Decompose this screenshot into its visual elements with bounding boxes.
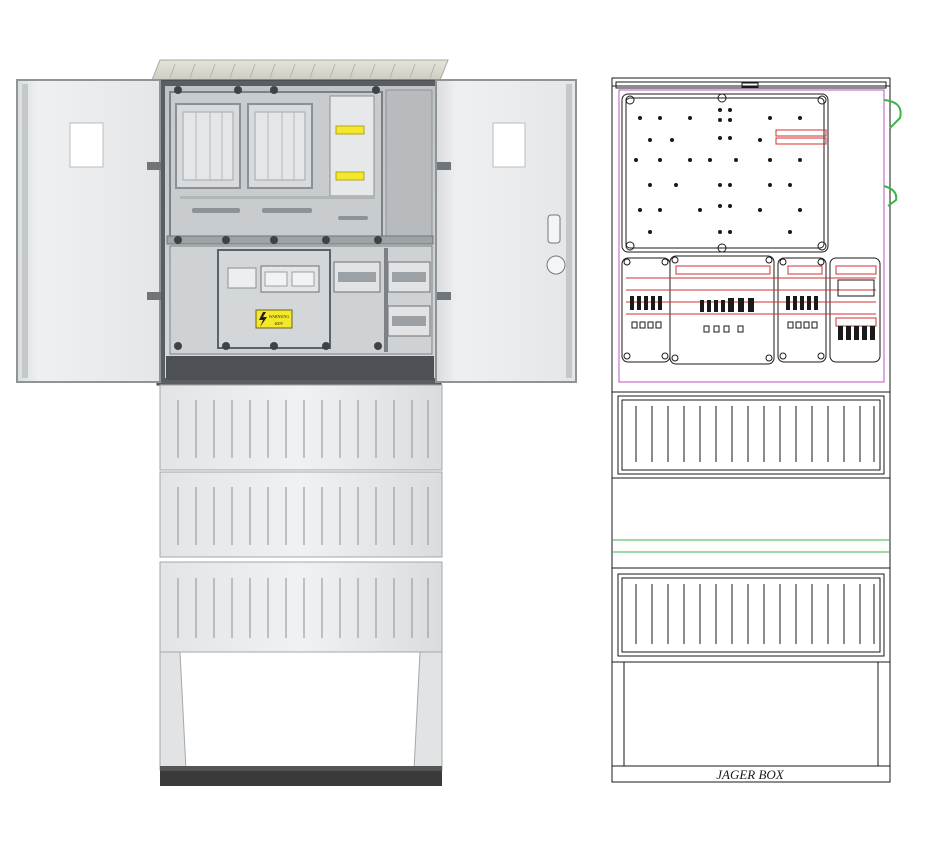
- warning-text-line1: WARNUNG: [269, 314, 290, 319]
- lightning-bolt-icon: [259, 312, 267, 327]
- left-door: [16, 79, 161, 383]
- warning-text-line2: 400V: [275, 321, 284, 326]
- lower-panels: [159, 384, 443, 653]
- yellow-label: [335, 171, 365, 181]
- drawing-ribbed-panel: [617, 573, 885, 657]
- cabinet-roof: [151, 59, 449, 81]
- cabinet-base: [159, 651, 443, 786]
- warning-label: WARNUNG 400V: [255, 309, 293, 329]
- door-handle: [546, 214, 566, 275]
- right-door: [435, 79, 577, 383]
- door-window: [69, 122, 104, 168]
- brand-label: JAGER BOX: [716, 767, 785, 782]
- technical-drawing: JAGER BOX: [611, 77, 902, 783]
- cabinet-render: WARNUNG 400V: [16, 59, 577, 786]
- drawing-equipment-plates: [621, 255, 881, 365]
- yellow-label: [335, 125, 365, 135]
- meter-compartment: [169, 91, 383, 238]
- drawing-outer-frame: [611, 77, 891, 783]
- door-window: [492, 122, 526, 168]
- drawing-ribbed-panel: [617, 395, 885, 475]
- drawing-meter-plate: [621, 93, 829, 253]
- switchgear-compartment: WARNUNG 400V: [166, 86, 434, 380]
